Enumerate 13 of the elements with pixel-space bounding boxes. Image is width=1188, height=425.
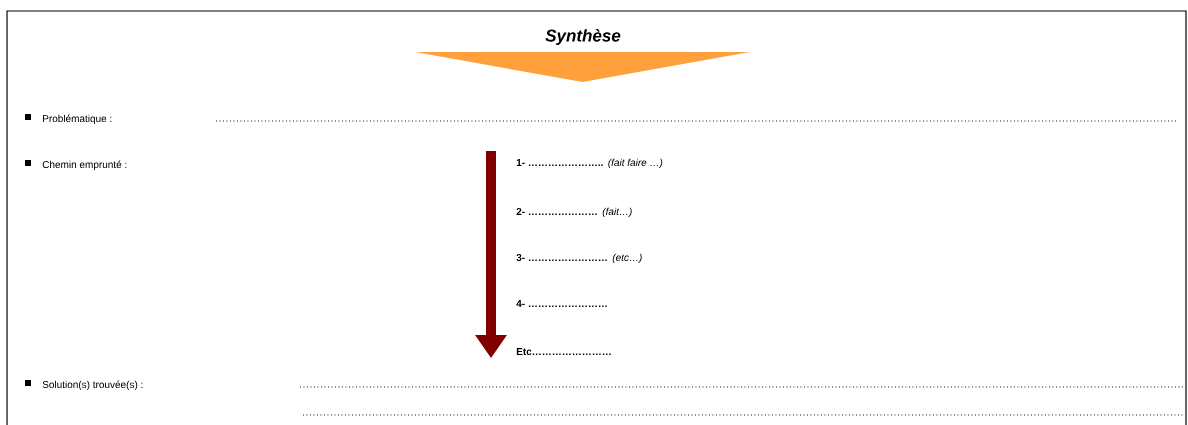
step-label: 2- …………………	[516, 208, 597, 215]
title: Synthèse	[545, 29, 621, 45]
chevron	[415, 52, 750, 82]
step-label: 4- ……………………	[516, 300, 607, 307]
step-note: (fait faire …)	[608, 158, 663, 169]
step-label: 1- …………………..	[516, 159, 603, 166]
label: Problématique :	[43, 114, 112, 125]
step-label: Etc……………………	[516, 348, 611, 356]
step-note: (fait…)	[602, 207, 632, 218]
label: Solution(s) trouvée(s) :	[42, 380, 143, 391]
label: Chemin emprunté :	[42, 160, 127, 171]
step-label: 3- ……………………	[516, 254, 607, 262]
step-note: (etc…)	[612, 253, 642, 264]
